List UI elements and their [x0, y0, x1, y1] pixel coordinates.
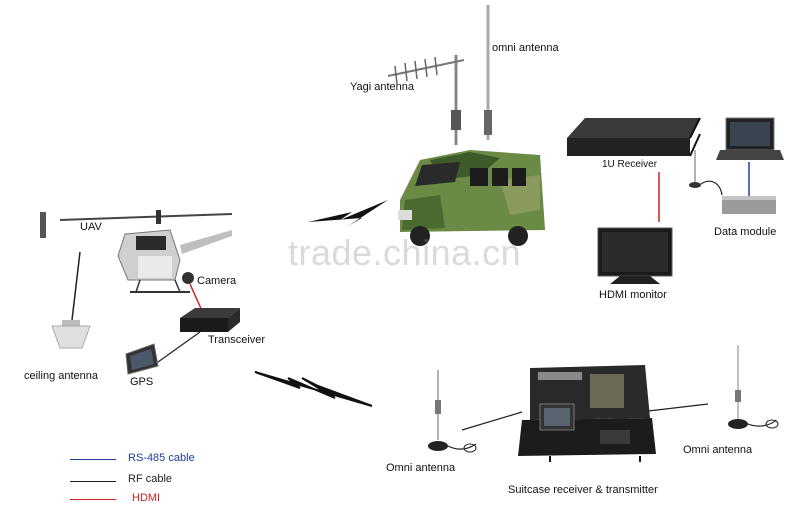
omni-antenna-left-icon [428, 370, 477, 453]
rf-cable-uav-ceiling [71, 251, 81, 321]
cable-transceiver-gps [157, 331, 201, 363]
legend-label-hdmi: HDMI [132, 492, 161, 504]
label-hdmi-monitor: HDMI monitor [599, 289, 667, 301]
label-suitcase: Suitcase receiver & transmitter [508, 484, 658, 496]
rf-cable-left-suitcase [461, 411, 523, 431]
legend-label-rs485: RS-485 cable [128, 452, 195, 464]
watermark-text: trade.china.cn [288, 232, 522, 273]
ceiling-antenna-icon [51, 320, 91, 349]
label-omni-antenna-top: omni antenna [492, 42, 559, 54]
suitcase-icon [518, 365, 656, 462]
laptop-icon [716, 117, 784, 160]
label-transceiver: Transceiver [208, 334, 266, 346]
1u-receiver-icon [567, 117, 701, 157]
legend-line-hdmi [70, 499, 116, 500]
label-gps: GPS [130, 376, 154, 388]
uav-helicopter-icon [40, 210, 233, 293]
transceiver-icon [180, 308, 240, 332]
omni-antenna-top-icon [484, 5, 492, 140]
label-data-module: Data module [714, 226, 777, 238]
omni-antenna-right-icon [728, 345, 779, 429]
hdmi-monitor-icon [597, 227, 673, 284]
legend-line-rf [70, 481, 116, 482]
label-omni-antenna-right: Omni antenna [683, 444, 753, 456]
legend-line-rs485 [70, 459, 116, 460]
label-1u-receiver: 1U Receiver [602, 159, 658, 170]
wireless-link-bottom-icon [254, 371, 373, 407]
data-module-icon [722, 196, 776, 214]
rf-cable-right-suitcase [639, 403, 709, 413]
yagi-antenna-icon [387, 55, 465, 145]
label-ceiling-antenna: ceiling antenna [24, 370, 99, 382]
label-omni-antenna-left: Omni antenna [386, 462, 456, 474]
label-camera: Camera [197, 275, 237, 287]
small-antenna-icon [689, 150, 723, 196]
gps-device-icon [125, 343, 159, 375]
command-vehicle-icon [398, 150, 545, 246]
label-yagi-antenna: Yagi antenna [350, 81, 415, 93]
label-uav: UAV [80, 221, 102, 233]
legend-label-rf: RF cable [128, 473, 173, 485]
wireless-link-top-icon [308, 200, 388, 226]
